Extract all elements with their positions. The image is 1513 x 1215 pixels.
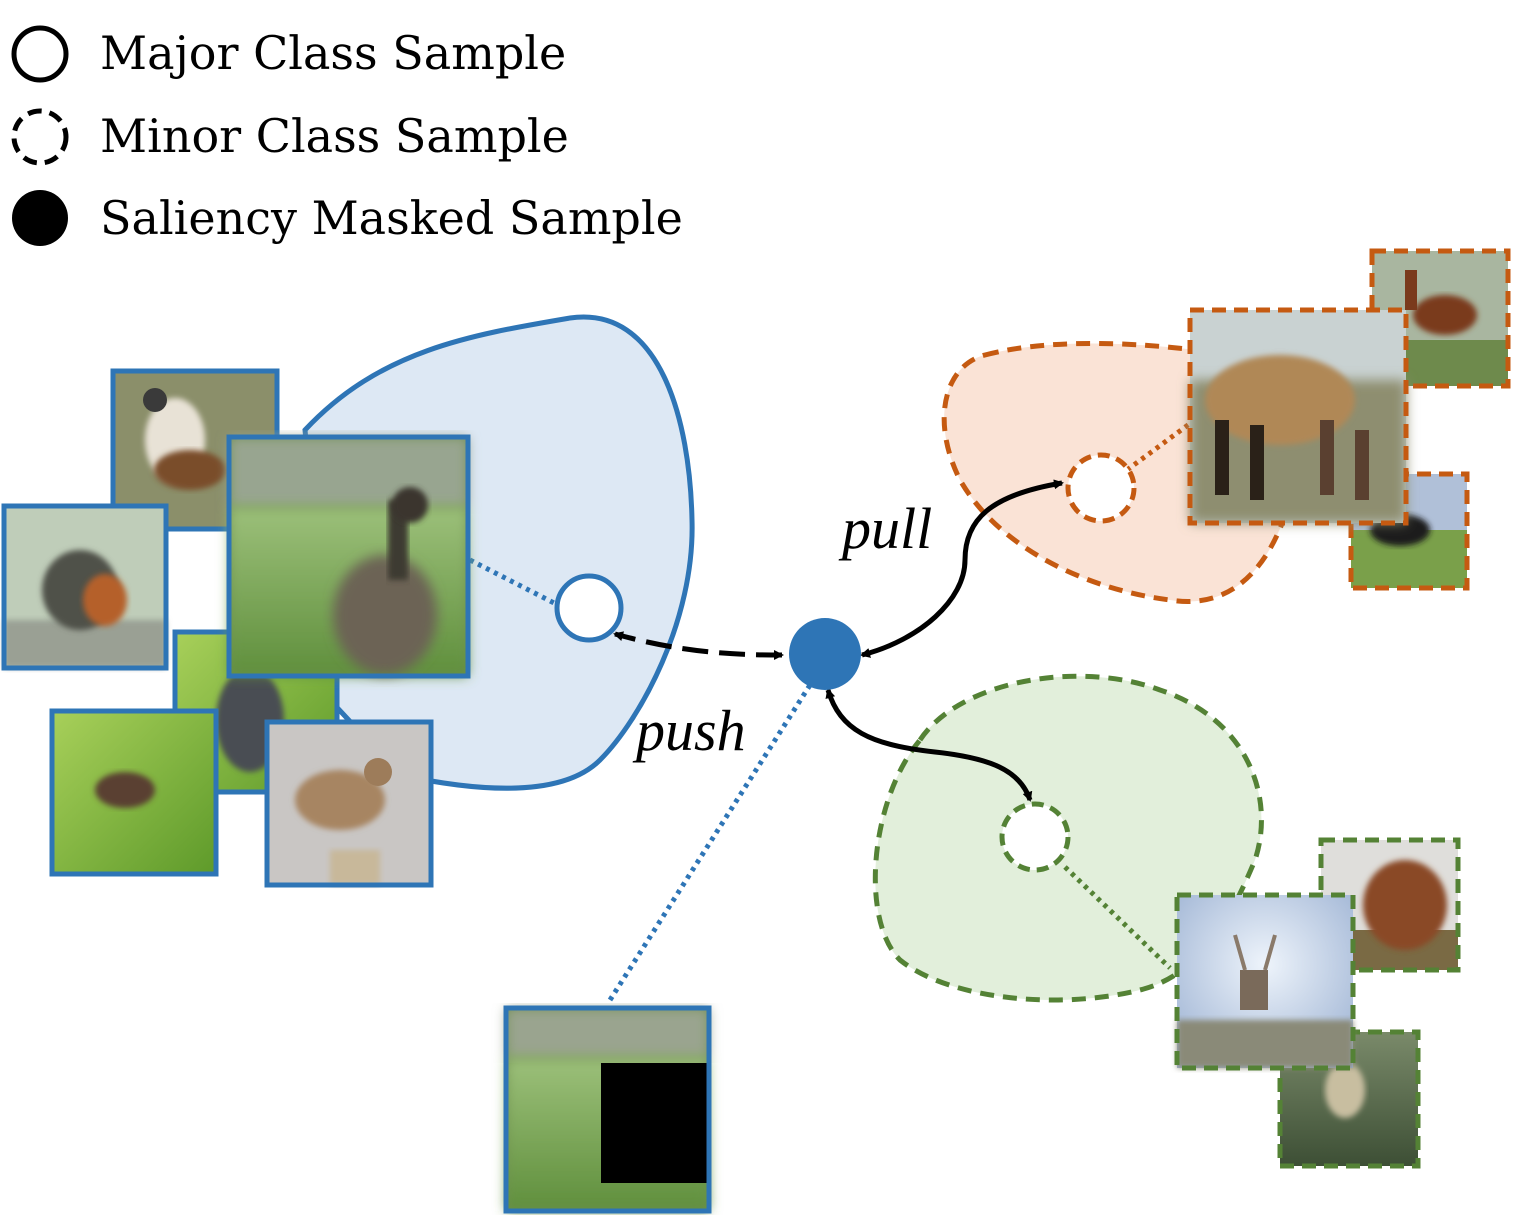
legend-minor-label: Minor Class Sample: [100, 109, 569, 163]
open-circle-icon: [11, 25, 69, 83]
bird-image-2: [1, 503, 169, 671]
bird-image-5: [49, 708, 219, 877]
saliency-mask: [601, 1063, 709, 1183]
dashed-circle-icon: [11, 108, 69, 166]
deer-sample-link: [1063, 865, 1172, 970]
legend-masked-label: Saliency Masked Sample: [100, 191, 683, 245]
push-label: push: [632, 698, 746, 763]
saliency-masked-sample: [789, 618, 861, 690]
pull-arrow-deer: [825, 688, 1033, 802]
pull-arrow-horse: [860, 479, 1064, 658]
bird-image-4: [226, 434, 471, 679]
bird-class-sample: [554, 573, 624, 643]
filled-circle-icon: [12, 190, 68, 246]
deer-class-sample: [999, 801, 1071, 873]
horse-image-3: [1187, 307, 1409, 526]
deer-image-3: [1174, 892, 1356, 1071]
pull-label: pull: [838, 496, 932, 561]
legend: Major Class Sample Minor Class Sample Sa…: [11, 25, 683, 246]
horse-class-sample: [1065, 452, 1137, 524]
bird-sample-link: [468, 557, 560, 608]
masked-image: [503, 1005, 712, 1214]
bird-image-6: [264, 719, 434, 888]
push-arrow: [613, 631, 784, 660]
legend-major-label: Major Class Sample: [100, 26, 566, 80]
